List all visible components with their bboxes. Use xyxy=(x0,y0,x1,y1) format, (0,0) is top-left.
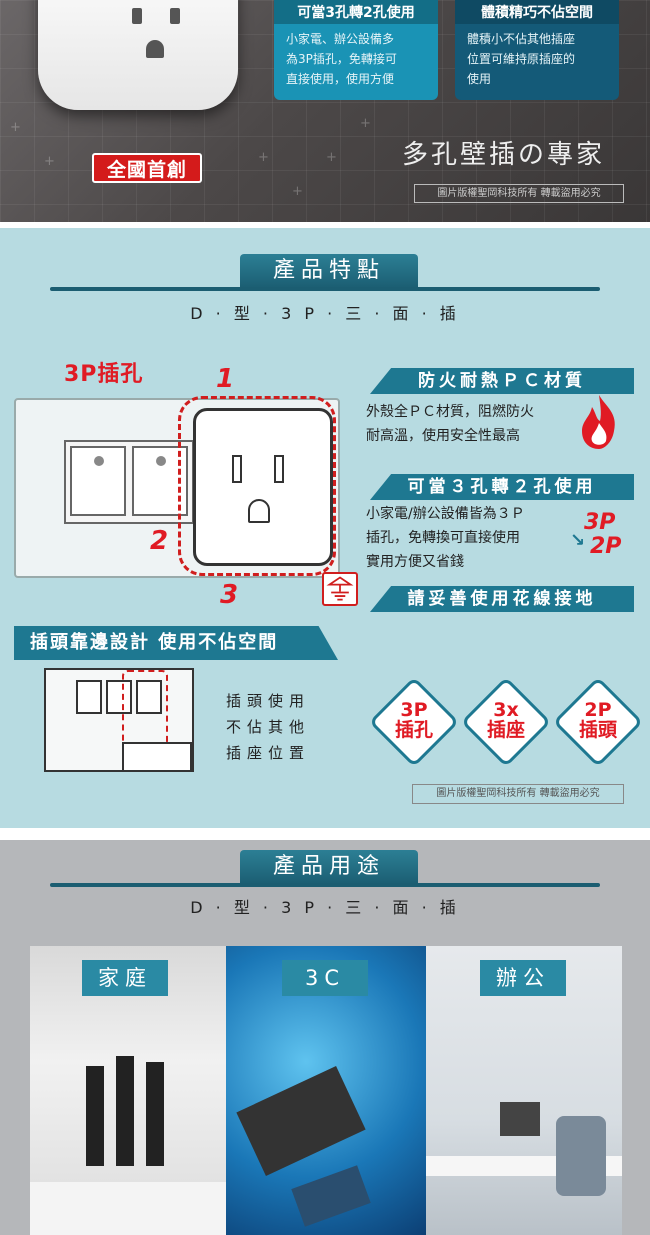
three-way-socket-diagram xyxy=(193,408,333,566)
card-body: 小家電、辦公設備多 為3P插孔，免轉接可 直接使用，使用方便 xyxy=(274,24,438,89)
copyright-notice: 圖片版權聖岡科技所有 轉載盜用必究 xyxy=(412,784,624,804)
hero-slogan: 多孔壁插の專家 xyxy=(402,140,606,170)
diamond-bottom: 插座 xyxy=(486,719,525,741)
label-3p-socket: 3P插孔 xyxy=(64,362,144,387)
diamond-bottom: 插頭 xyxy=(578,719,617,741)
socket-ground-slot xyxy=(146,40,164,58)
socket-slot xyxy=(170,8,180,24)
icon-3p-text: 3P xyxy=(584,510,616,535)
use-tag-3c: 3C xyxy=(282,960,368,996)
ground-icon xyxy=(322,572,358,606)
section-underline xyxy=(50,883,600,887)
use-tag-office: 辦公 xyxy=(480,960,566,996)
side-line: 插頭使用 xyxy=(226,692,311,710)
copyright-notice: 圖片版權聖岡科技所有 轉載盜用必究 xyxy=(414,184,624,203)
card-line: 為3P插孔，免轉接可 xyxy=(286,52,397,66)
switch-left xyxy=(70,446,126,516)
feature-card-compact: 體積精巧不佔空間 體積小不佔其他插座 位置可維持原插座的 使用 xyxy=(455,0,619,100)
feature-line: 小家電/辦公設備皆為３Ｐ xyxy=(366,506,525,522)
diamond-top: 3x xyxy=(493,699,519,721)
side-design-diagram xyxy=(44,668,194,772)
card-line: 位置可維持原插座的 xyxy=(467,52,576,66)
socket-slot xyxy=(274,455,284,483)
tv-speaker xyxy=(116,1056,134,1166)
section-subtitle: D · 型 · 3 P · 三 · 面 · 插 xyxy=(190,898,460,917)
card-line: 小家電、辦公設備多 xyxy=(286,32,395,46)
feature-text-fireproof: 外殼全ＰＣ材質，阻燃防火 耐高溫，使用安全性最高 xyxy=(366,400,566,448)
position-number: 3 xyxy=(220,580,239,610)
feature-title-grounding: 請妥善使用花線接地 xyxy=(370,586,634,612)
office-chair xyxy=(556,1116,606,1196)
highlight-dashed-outline xyxy=(122,670,168,750)
plus-decoration: + xyxy=(360,116,371,131)
outlet xyxy=(76,680,102,714)
diamond-label: 3x 插座 xyxy=(461,700,551,740)
section-underline xyxy=(50,287,600,291)
uses-section: 產品用途 D · 型 · 3 P · 三 · 面 · 插 家庭 3C 辦公 xyxy=(0,840,650,1235)
side-design-title: 插頭靠邊設計 使用不佔空間 xyxy=(14,626,338,660)
feature-line: 實用方便又省錢 xyxy=(366,554,464,570)
card-title: 可當3孔轉2孔使用 xyxy=(274,0,438,24)
feature-line: 耐高溫，使用安全性最高 xyxy=(366,428,520,444)
position-number: 1 xyxy=(216,364,235,394)
socket-slot xyxy=(132,8,142,24)
diamond-bottom: 插孔 xyxy=(394,719,433,741)
tv-speaker xyxy=(146,1062,164,1166)
highlight-dashed-outline xyxy=(178,396,336,576)
feature-title-fireproof: 防火耐熱ＰＣ材質 xyxy=(370,368,634,394)
diamond-top: 3P xyxy=(400,699,428,721)
socket-slot xyxy=(232,455,242,483)
use-panel-home: 家庭 xyxy=(30,946,226,1235)
features-section: 產品特點 D · 型 · 3 P · 三 · 面 · 插 3P插孔 1 2 3 … xyxy=(0,228,650,828)
first-in-nation-badge: 全國首創 xyxy=(92,153,202,183)
outlet xyxy=(106,680,132,714)
plus-decoration: + xyxy=(326,150,337,165)
tv-speaker xyxy=(86,1066,104,1166)
position-number: 2 xyxy=(150,526,169,556)
chip xyxy=(291,1165,371,1227)
socket-ground-slot xyxy=(248,499,270,523)
outlet xyxy=(136,680,162,714)
card-line: 使用 xyxy=(467,72,492,86)
use-panel-3c: 3C xyxy=(226,946,426,1235)
card-line: 直接使用，使用方便 xyxy=(286,72,395,86)
feature-line: 插孔，免轉換可直接使用 xyxy=(366,530,520,546)
diamond-top: 2P xyxy=(584,699,612,721)
monitor xyxy=(500,1102,540,1136)
floor xyxy=(30,1182,226,1235)
hero-banner: + + + + + + 全國首創 可當3孔轉2孔使用 小家電、辦公設備多 為3P… xyxy=(0,0,650,222)
icon-2p-text: 2P xyxy=(590,534,622,559)
3p-to-2p-icon: 3P ↘ 2P xyxy=(570,510,630,560)
plus-decoration: + xyxy=(10,120,21,135)
section-title: 產品用途 xyxy=(240,850,418,885)
side-line: 插座位置 xyxy=(226,744,311,762)
switch-plate xyxy=(64,440,194,524)
feature-title-3to2: 可當３孔轉２孔使用 xyxy=(370,474,634,500)
side-line: 不佔其他 xyxy=(226,718,311,736)
diamond-label: 2P 插頭 xyxy=(553,700,643,740)
arrow-icon: ↘ xyxy=(570,530,586,551)
chip xyxy=(236,1066,366,1176)
card-body: 體積小不佔其他插座 位置可維持原插座的 使用 xyxy=(455,24,619,89)
plus-decoration: + xyxy=(258,150,269,165)
socket-product-image xyxy=(38,0,238,110)
use-tag-home: 家庭 xyxy=(82,960,168,996)
feature-text-3to2: 小家電/辦公設備皆為３Ｐ 插孔，免轉換可直接使用 實用方便又省錢 xyxy=(366,502,566,574)
section-subtitle: D · 型 · 3 P · 三 · 面 · 插 xyxy=(190,304,460,323)
section-title: 產品特點 xyxy=(240,254,418,289)
plus-decoration: + xyxy=(44,154,55,169)
use-panel-office: 辦公 xyxy=(426,946,622,1235)
side-design-text: 插頭使用 不佔其他 插座位置 xyxy=(226,688,310,766)
diamond-label: 3P 插孔 xyxy=(369,700,459,740)
feature-line: 外殼全ＰＣ材質，阻燃防火 xyxy=(366,404,534,420)
fire-icon xyxy=(582,395,615,449)
plus-decoration: + xyxy=(292,184,303,199)
feature-card-3to2: 可當3孔轉2孔使用 小家電、辦公設備多 為3P插孔，免轉接可 直接使用，使用方便 xyxy=(274,0,438,100)
card-title: 體積精巧不佔空間 xyxy=(455,0,619,24)
plug-body xyxy=(122,742,192,772)
card-line: 體積小不佔其他插座 xyxy=(467,32,576,46)
